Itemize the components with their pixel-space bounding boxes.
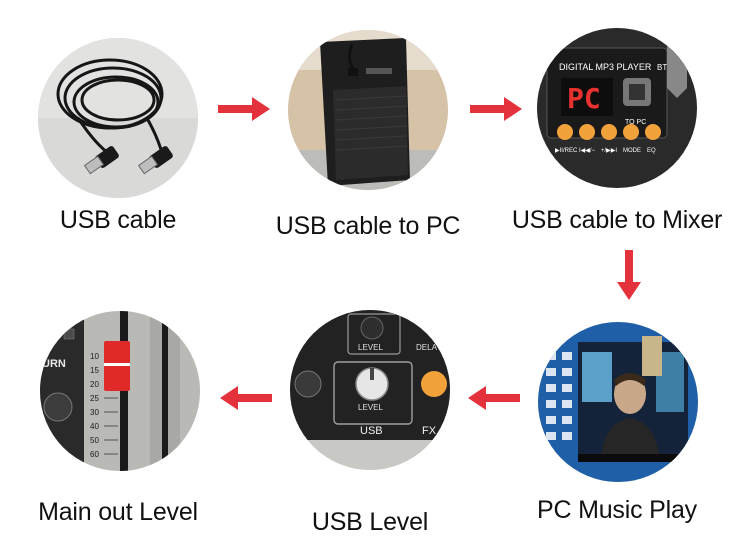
mixer-button-label: +/▶▶I [601,148,617,154]
desktop-video-illustration [538,322,698,482]
mixer-button-label: I◀◀/− [579,148,596,154]
mixer-bt-label: BT [657,63,667,72]
fader-scale-mark: 15 [90,366,99,375]
step-label: USB cable [59,206,177,234]
fader-illustration: URN 10 15 20 25 30 40 50 60 [40,311,200,471]
usb-section-label: USB [360,425,383,437]
usb-knob-label: LEVEL [358,403,383,412]
arrow-right-icon [218,97,270,121]
step-label: USB cable to PC [275,212,461,240]
arrow-left-icon [468,386,520,410]
mixer-display-title: DIGITAL MP3 PLAYER [559,62,652,72]
fader-scale-mark: 40 [90,422,99,431]
usb-level-knob-illustration: LEVEL LEVEL USB FX DELA [290,310,450,470]
pc-music-play-photo [538,322,698,482]
step-label: PC Music Play [537,496,697,524]
fader-turn-label: URN [42,358,66,370]
mixer-button-label: ▶II/REC [555,148,578,154]
usb-to-pc-photo [288,30,448,190]
fader-scale-mark: 25 [90,394,99,403]
mixer-button-label: EQ [647,148,656,154]
arrow-right-icon [470,97,522,121]
mixer-display-value: PC [567,82,601,115]
usb-level-photo: LEVEL LEVEL USB FX DELA [290,310,450,470]
usb-top-knob-label: LEVEL [358,343,383,352]
usb-dela-label: DELA [416,343,438,352]
fader-scale-mark: 10 [90,352,99,361]
pc-tower-illustration [288,30,448,190]
arrow-down-icon [617,250,641,300]
mixer-panel-illustration: DIGITAL MP3 PLAYER BT PC TO PC ▶II/REC I… [537,28,697,188]
step-label: USB cable to Mixer [511,206,723,234]
main-out-level-photo: URN 10 15 20 25 30 40 50 60 [40,311,200,471]
fader-scale-mark: 60 [90,450,99,459]
mixer-to-pc-label: TO PC [625,119,646,126]
mixer-buttons [557,124,661,140]
fader-scale-mark: 50 [90,436,99,445]
mixer-button-label: MODE [623,148,641,154]
fader-scale-mark: 20 [90,380,99,389]
usb-fx-label: FX [422,425,437,437]
step-label: USB Level [311,508,429,536]
usb-cable-illustration [38,38,198,198]
fader-scale-mark: 30 [90,408,99,417]
arrow-left-icon [220,386,272,410]
usb-to-mixer-photo: DIGITAL MP3 PLAYER BT PC TO PC ▶II/REC I… [537,28,697,188]
step-label: Main out Level [38,498,198,526]
usb-cable-photo [38,38,198,198]
